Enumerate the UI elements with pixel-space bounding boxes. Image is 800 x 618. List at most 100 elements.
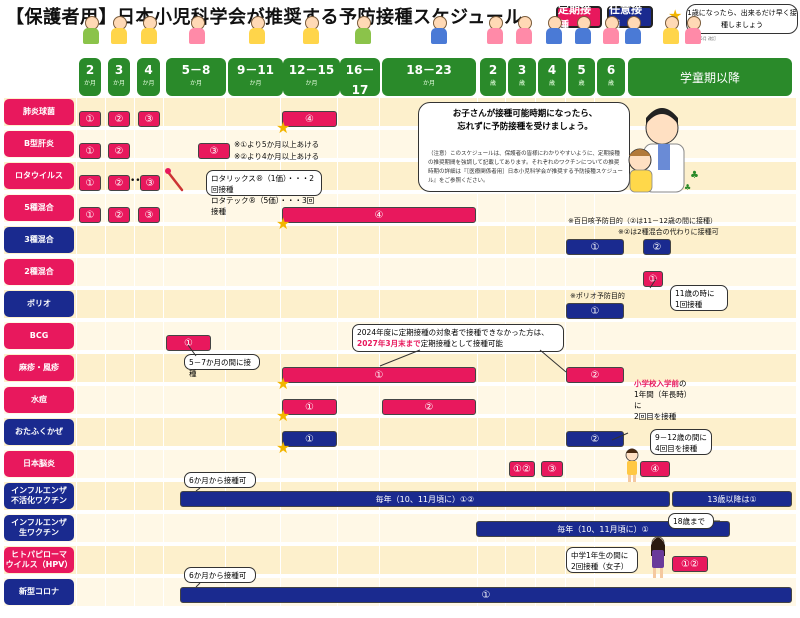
star-icon: ★ bbox=[276, 118, 291, 137]
dt2-note-2: 1回接種 bbox=[675, 300, 703, 309]
flu-in-bar: 毎年（10、11月頃に）①② bbox=[180, 491, 670, 507]
varicella-dose-1: ① bbox=[282, 399, 337, 415]
age-header-school: 学童期以降 bbox=[628, 58, 792, 96]
rota-note-2: ロタテック®（5価）・・・3回接種 bbox=[211, 196, 315, 216]
age-header-unit: 歳 bbox=[607, 80, 614, 87]
doctor-speech-bubble bbox=[418, 102, 630, 192]
vaccine-label: 日本脳炎 bbox=[4, 451, 74, 477]
vaccine-label: 3種混合 bbox=[4, 227, 74, 253]
rota-dose-1: ① bbox=[79, 175, 101, 191]
rota-dose-3: ③ bbox=[140, 175, 160, 191]
age-header-value: 4 bbox=[144, 63, 153, 77]
vaccine-label: 5種混合 bbox=[4, 195, 74, 221]
flu-in-callout: 6か月から接種可 bbox=[184, 472, 256, 488]
mumps-note-1: 9－12歳の間に bbox=[655, 433, 707, 442]
rota-dose-2: ② bbox=[108, 175, 130, 191]
mr-note-2: 定期接種として接種可能 bbox=[420, 339, 503, 348]
age-header-value: 3 bbox=[114, 63, 124, 77]
doctor-disclaimer: （注意）このスケジュールは、保護者の皆様にわかりやすいように、定期接種の推奨期間… bbox=[428, 151, 623, 184]
vaccine-label: 水痘 bbox=[4, 387, 74, 413]
column-line bbox=[337, 96, 338, 610]
age-header-unit: か月 bbox=[83, 80, 96, 87]
star-icon: ★ bbox=[276, 374, 291, 393]
varicella-dose-2: ② bbox=[382, 399, 476, 415]
column-line bbox=[105, 96, 106, 610]
vaccine-label: インフルエンザ 生ワクチン bbox=[4, 515, 74, 541]
mumps-dose-1: ① bbox=[282, 431, 337, 447]
rota-callout: ロタリックス®（1価）・・・2回接種 ロタテック®（5価）・・・3回接種 bbox=[206, 170, 322, 216]
age-header-unit: 歳 bbox=[548, 80, 555, 87]
child-icon bbox=[513, 16, 535, 56]
pcv-dose-3: ③ bbox=[138, 111, 160, 127]
age-header-value: 9－11 bbox=[236, 63, 275, 77]
mumps-callout: 9－12歳の間に 4回目を接種 bbox=[650, 429, 712, 455]
age-header-unit: か月 bbox=[305, 80, 318, 87]
child-icon bbox=[600, 16, 622, 56]
dt2-dose-1: ① bbox=[643, 271, 663, 287]
mr-school-callout: 小学校入学前の 1年間（年長時）に 2回目を接種 bbox=[630, 376, 700, 421]
hepb-note-2: ※②より4か月以上あける bbox=[234, 152, 320, 161]
revision-date: 2025年5月 改訂 bbox=[686, 36, 716, 41]
hpv-dose-12: ①② bbox=[672, 556, 708, 572]
vaccine-label: インフルエンザ 不活化ワクチン bbox=[4, 483, 74, 509]
star-icon: ★ bbox=[276, 406, 291, 425]
dtp3-note-1: ※百日咳予防目的（②は11－12歳の間に接種） bbox=[568, 217, 717, 225]
child-icon bbox=[682, 16, 704, 56]
covid-bar: ① bbox=[180, 587, 792, 603]
age-header-unit: 歳 bbox=[578, 80, 585, 87]
dtp3-dose-1: ① bbox=[566, 239, 624, 255]
child-icon bbox=[622, 16, 644, 56]
dtp5-dose-3: ③ bbox=[138, 207, 160, 223]
flu-live-bar: 毎年（10、11月頃に）① bbox=[476, 521, 730, 537]
hpv-callout: 中学1年生の間に 2回接種（女子） bbox=[566, 547, 638, 573]
legend-star-note: 1歳になったら、出来るだけ早く接種しましょう bbox=[686, 4, 798, 34]
child-icon bbox=[246, 16, 268, 56]
row-band bbox=[4, 258, 796, 286]
vaccine-label: ヒトパピローマ ウイルス（HPV） bbox=[4, 547, 74, 573]
je-dose-12: ①② bbox=[509, 461, 535, 477]
age-header-value: 4 bbox=[547, 63, 557, 77]
age-header-value: 5－8 bbox=[181, 63, 211, 77]
mr-dose-2: ② bbox=[566, 367, 624, 383]
age-header-unit: 歳 bbox=[489, 80, 496, 87]
hepb-dose-2: ② bbox=[108, 143, 130, 159]
dtp3-note-2: ※②は2種混合の代わりに接種可 bbox=[618, 228, 719, 236]
bcg-dose-1: ① bbox=[166, 335, 211, 351]
mr-school-note-1: 小学校入学前 bbox=[634, 379, 679, 388]
covid-callout: 6か月から接種可 bbox=[184, 567, 256, 583]
age-header-5: 12－15 か月 bbox=[283, 58, 340, 96]
hepb-dose-1: ① bbox=[79, 143, 101, 159]
age-header-value: 2 bbox=[488, 63, 498, 77]
age-header-value: 5 bbox=[577, 63, 586, 77]
vaccine-label: 2種混合 bbox=[4, 259, 74, 285]
flu-in-bar-13: 13歳以降は① bbox=[672, 491, 792, 507]
star-icon: ★ bbox=[276, 214, 291, 233]
age-header-unit: か月 bbox=[422, 80, 435, 87]
column-line bbox=[280, 96, 281, 610]
dtp3-dose-2: ② bbox=[643, 239, 671, 255]
hpv-note-2: 2回接種（女子） bbox=[571, 562, 629, 571]
bcg-callout: 5－7か月の間に接種 bbox=[184, 354, 260, 378]
vaccine-label: BCG bbox=[4, 323, 74, 349]
vaccine-label: 新型コロナ bbox=[4, 579, 74, 605]
rota-dots: ••• bbox=[130, 176, 146, 186]
mumps-note-2: 4回目を接種 bbox=[655, 444, 698, 453]
mr-dose-1: ① bbox=[282, 367, 476, 383]
hpv-note-1: 中学1年生の間に bbox=[571, 551, 629, 560]
dtp5-dose-1: ① bbox=[79, 207, 101, 223]
child-icon bbox=[138, 16, 160, 56]
column-line bbox=[535, 96, 536, 610]
child-icon bbox=[484, 16, 506, 56]
dt2-note-1: 11歳の時に bbox=[675, 289, 715, 298]
mumps-dose-2: ② bbox=[566, 431, 624, 447]
age-header-6: 16－17か月 bbox=[340, 58, 380, 107]
age-header-value: 12－15 bbox=[288, 63, 335, 77]
polio-note: ※ポリオ予防目的 bbox=[570, 292, 625, 300]
star-icon: ★ bbox=[276, 438, 291, 457]
